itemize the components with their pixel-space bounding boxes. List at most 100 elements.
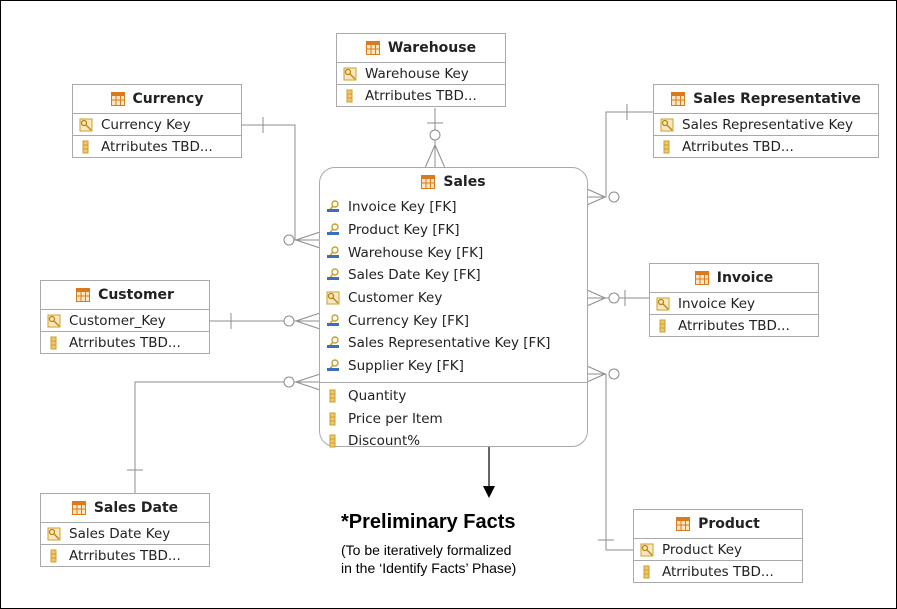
sales-field-label: Sales Representative Key [FK]: [348, 335, 551, 352]
customer-attr-label: Atrributes TBD...: [69, 334, 181, 351]
currency-key-row: Currency Key: [73, 114, 241, 136]
sales-row-measure: Discount%: [320, 430, 587, 453]
table-icon: [76, 288, 91, 302]
key-icon: [660, 118, 674, 132]
sales-row-key: Customer Key: [320, 287, 587, 310]
attribute-icon: [640, 565, 654, 579]
warehouse-attr-label: Atrributes TBD...: [365, 87, 477, 104]
entity-sales-date[interactable]: Sales Date Sales Date Key Atrributes TBD…: [40, 493, 210, 567]
warehouse-key-label: Warehouse Key: [365, 65, 469, 82]
sales-row-fk: Product Key [FK]: [320, 219, 587, 242]
attribute-icon: [47, 549, 61, 563]
customer-key-label: Customer_Key: [69, 312, 166, 329]
attribute-icon: [656, 319, 670, 333]
product-key-row: Product Key: [634, 539, 802, 561]
rel-currency: [240, 117, 321, 249]
sales-row-fk: Sales Date Key [FK]: [320, 264, 587, 287]
sales-row-measure: Quantity: [320, 381, 587, 408]
entity-sales-date-header: Sales Date: [41, 494, 209, 523]
key-icon: [343, 67, 357, 81]
rel-product: [586, 365, 633, 551]
currency-key-label: Currency Key: [101, 116, 191, 133]
foreign-key-icon: [326, 336, 340, 350]
preliminary-facts-line-2: in the ‘Identify Facts’ Phase): [341, 560, 517, 576]
key-icon: [656, 297, 670, 311]
rel-invoice: [586, 289, 649, 307]
entity-invoice-header: Invoice: [650, 264, 818, 293]
attribute-icon: [79, 140, 93, 154]
sales-field-label: Sales Date Key [FK]: [348, 267, 481, 284]
attribute-icon: [47, 336, 61, 350]
invoice-key-label: Invoice Key: [678, 295, 756, 312]
sales-row-fk: Currency Key [FK]: [320, 309, 587, 332]
key-icon: [47, 314, 61, 328]
sales-date-attr-row: Atrributes TBD...: [41, 545, 209, 566]
entity-customer[interactable]: Customer Customer_Key Atrributes TBD...: [40, 280, 210, 354]
entity-customer-header: Customer: [41, 281, 209, 310]
sales-rep-attr-label: Atrributes TBD...: [682, 138, 794, 155]
sales-measure-label: Discount%: [348, 433, 421, 450]
entity-currency-title: Currency: [132, 91, 204, 107]
entity-product[interactable]: Product Product Key Atrributes TBD...: [633, 509, 803, 583]
warehouse-key-row: Warehouse Key: [337, 63, 505, 85]
sales-rep-key-row: Sales Representative Key: [654, 114, 878, 136]
entity-customer-title: Customer: [98, 287, 174, 303]
sales-field-label: Invoice Key [FK]: [348, 199, 457, 216]
table-icon: [365, 41, 380, 55]
attribute-icon: [660, 140, 674, 154]
foreign-key-icon: [326, 223, 340, 237]
key-icon: [326, 291, 340, 305]
entity-warehouse[interactable]: Warehouse Warehouse Key Atrributes TBD..…: [336, 33, 506, 107]
product-attr-row: Atrributes TBD...: [634, 561, 802, 582]
entity-sales-date-title: Sales Date: [93, 500, 179, 516]
invoice-attr-label: Atrributes TBD...: [678, 317, 790, 334]
invoice-key-row: Invoice Key: [650, 293, 818, 315]
attribute-icon: [326, 434, 340, 448]
preliminary-facts-note: (To be iteratively formalized in the ‘Id…: [341, 541, 516, 577]
customer-key-row: Customer_Key: [41, 310, 209, 332]
foreign-key-icon: [326, 268, 340, 282]
sales-rep-attr-row: Atrributes TBD...: [654, 136, 878, 157]
entity-sales-rep-header: Sales Representative: [654, 85, 878, 114]
preliminary-facts-title: *Preliminary Facts: [341, 511, 516, 533]
sales-field-label: Warehouse Key [FK]: [348, 244, 484, 261]
entity-sales[interactable]: Sales Invoice Key [FK] Product Key [FK] …: [319, 167, 588, 449]
rel-sales-rep: [586, 104, 653, 206]
rel-customer: [208, 312, 321, 330]
entity-invoice-title: Invoice: [716, 270, 774, 286]
sales-field-label: Supplier Key [FK]: [348, 358, 464, 375]
entity-currency[interactable]: Currency Currency Key Atrributes TBD...: [72, 84, 242, 158]
entity-warehouse-header: Warehouse: [337, 34, 505, 63]
invoice-attr-row: Atrributes TBD...: [650, 315, 818, 336]
entity-currency-header: Currency: [73, 85, 241, 114]
sales-row-fk: Invoice Key [FK]: [320, 196, 587, 219]
sales-row-measure: Price per Item: [320, 407, 587, 430]
warehouse-attr-row: Atrributes TBD...: [337, 85, 505, 106]
sales-date-key-label: Sales Date Key: [69, 525, 171, 542]
attribute-icon: [326, 389, 340, 403]
entity-invoice[interactable]: Invoice Invoice Key Atrributes TBD...: [649, 263, 819, 337]
attribute-icon: [343, 89, 357, 103]
currency-attr-row: Atrributes TBD...: [73, 136, 241, 157]
key-icon: [79, 118, 93, 132]
sales-field-label: Customer Key: [348, 290, 443, 307]
sales-rep-key-label: Sales Representative Key: [682, 116, 853, 133]
table-icon: [676, 517, 691, 531]
table-icon: [421, 175, 436, 189]
rel-sales-date: [127, 373, 321, 493]
sales-row-fk: Sales Representative Key [FK]: [320, 332, 587, 355]
sales-row-fk: Warehouse Key [FK]: [320, 241, 587, 264]
entity-sales-representative[interactable]: Sales Representative Sales Representativ…: [653, 84, 879, 158]
table-icon: [694, 271, 709, 285]
foreign-key-icon: [326, 314, 340, 328]
key-icon: [47, 527, 61, 541]
entity-sales-header: Sales: [320, 168, 587, 196]
entity-sales-title: Sales: [443, 174, 486, 190]
product-key-label: Product Key: [662, 541, 743, 558]
customer-attr-row: Atrributes TBD...: [41, 332, 209, 353]
sales-date-key-row: Sales Date Key: [41, 523, 209, 545]
entity-warehouse-title: Warehouse: [387, 40, 477, 56]
foreign-key-icon: [326, 359, 340, 373]
entity-product-title: Product: [698, 516, 760, 532]
table-icon: [71, 501, 86, 515]
